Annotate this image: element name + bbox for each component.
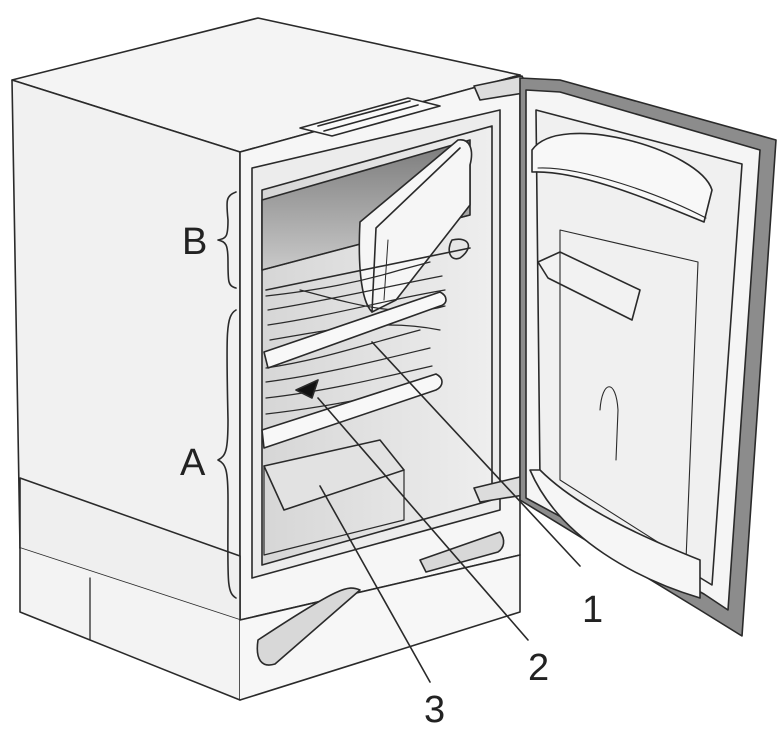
shelf-arrow (295, 379, 319, 399)
callout-2-label: 2 (528, 647, 549, 689)
leader-line-1 (371, 341, 581, 567)
callout-3-label: 3 (424, 689, 445, 731)
zone-a-label: A (180, 442, 206, 484)
wire-shelf-upper (263, 247, 471, 369)
wire-shelf-lower (261, 329, 443, 449)
callout-1-label: 1 (582, 589, 603, 631)
leader-line-2 (317, 397, 529, 641)
open-door (519, 77, 777, 637)
plinth (19, 477, 521, 701)
zone-b-label: B (182, 221, 207, 263)
leader-line-3 (319, 485, 431, 683)
top-vent (299, 97, 441, 137)
door-bottom-bin (529, 469, 701, 599)
door-small-shelf (537, 251, 641, 321)
bracket-b (217, 191, 237, 289)
bracket-a (217, 309, 237, 599)
front-grille-left (256, 587, 361, 666)
front-grille-right (419, 531, 505, 573)
